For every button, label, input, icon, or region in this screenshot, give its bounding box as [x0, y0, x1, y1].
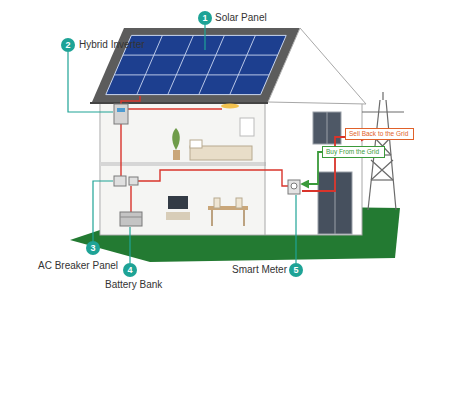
power-tower — [362, 111, 404, 112]
interior-furniture — [173, 150, 180, 160]
callout-circle-fill — [289, 263, 303, 277]
callout-circle: 1 — [198, 11, 212, 25]
house — [101, 103, 265, 234]
wiring — [130, 186, 131, 212]
house — [265, 100, 266, 235]
house — [100, 100, 362, 235]
callout-circle: 2 — [61, 38, 75, 52]
interior-furniture — [236, 198, 242, 208]
interior-furniture — [240, 118, 254, 136]
part-label: AC Breaker Panel — [38, 260, 118, 272]
equipment — [120, 212, 142, 226]
callout-number: 1 — [198, 11, 212, 25]
wiring — [138, 170, 288, 186]
callout-circle-fill — [198, 11, 212, 25]
equipment — [114, 104, 300, 226]
callout-circle-fill — [86, 241, 100, 255]
callout-number: 2 — [61, 38, 75, 52]
solar-panel-array — [114, 74, 269, 75]
equipment — [114, 104, 128, 124]
callout-number: 5 — [289, 263, 303, 277]
callout-circle-fill — [61, 38, 75, 52]
power-tower — [371, 179, 393, 180]
equipment — [288, 180, 300, 194]
leader-lines — [129, 227, 130, 263]
callout-number: 3 — [86, 241, 100, 255]
house — [327, 112, 328, 144]
power-tower — [371, 137, 393, 180]
wiring — [120, 124, 121, 176]
equipment — [291, 183, 297, 189]
wiring — [121, 96, 288, 212]
callout-circle-fill — [123, 263, 137, 277]
leader-lines — [93, 181, 113, 241]
interior-furniture — [214, 198, 220, 208]
leader-lines — [295, 195, 296, 263]
interior-furniture — [190, 140, 202, 148]
interior-furniture — [211, 210, 213, 226]
interior-furniture — [166, 212, 190, 220]
wiring — [128, 108, 222, 109]
interior-furniture — [221, 104, 239, 109]
grid-flow-tag: Buy From the Grid — [322, 146, 385, 158]
grid-flow-label: Sell Back to the Grid — [349, 130, 408, 137]
equipment — [114, 176, 126, 186]
house — [313, 112, 341, 144]
part-label: Battery Bank — [105, 279, 162, 291]
house — [100, 162, 266, 166]
equipment — [129, 177, 138, 185]
solar-panel-array — [230, 35, 256, 94]
equipment — [120, 217, 142, 218]
callout-circle: 3 — [86, 241, 100, 255]
callout-number: 4 — [123, 263, 137, 277]
power-tower — [382, 92, 383, 100]
solar-panel-array — [168, 35, 194, 94]
leader-lines — [204, 25, 205, 50]
callout-circle: 4 — [123, 263, 137, 277]
interior-furniture — [166, 104, 254, 227]
equipment — [117, 108, 125, 112]
part-label: Hybrid Inverter — [79, 39, 145, 51]
house — [100, 100, 362, 235]
interior-furniture — [168, 196, 188, 209]
leader-lines — [68, 25, 296, 263]
callout-circle: 5 — [289, 263, 303, 277]
interior-furniture — [243, 210, 245, 226]
solar-panel-array — [123, 55, 278, 56]
solar-panel-array — [199, 35, 225, 94]
part-label: Solar Panel — [215, 12, 267, 24]
grid-flow-label: Buy From the Grid — [326, 148, 379, 155]
leader-lines — [68, 52, 113, 112]
grid-flow-tag: Sell Back to the Grid — [345, 128, 414, 140]
wiring — [121, 96, 140, 104]
interior-furniture — [172, 128, 180, 150]
part-label: Smart Meter — [232, 264, 287, 276]
